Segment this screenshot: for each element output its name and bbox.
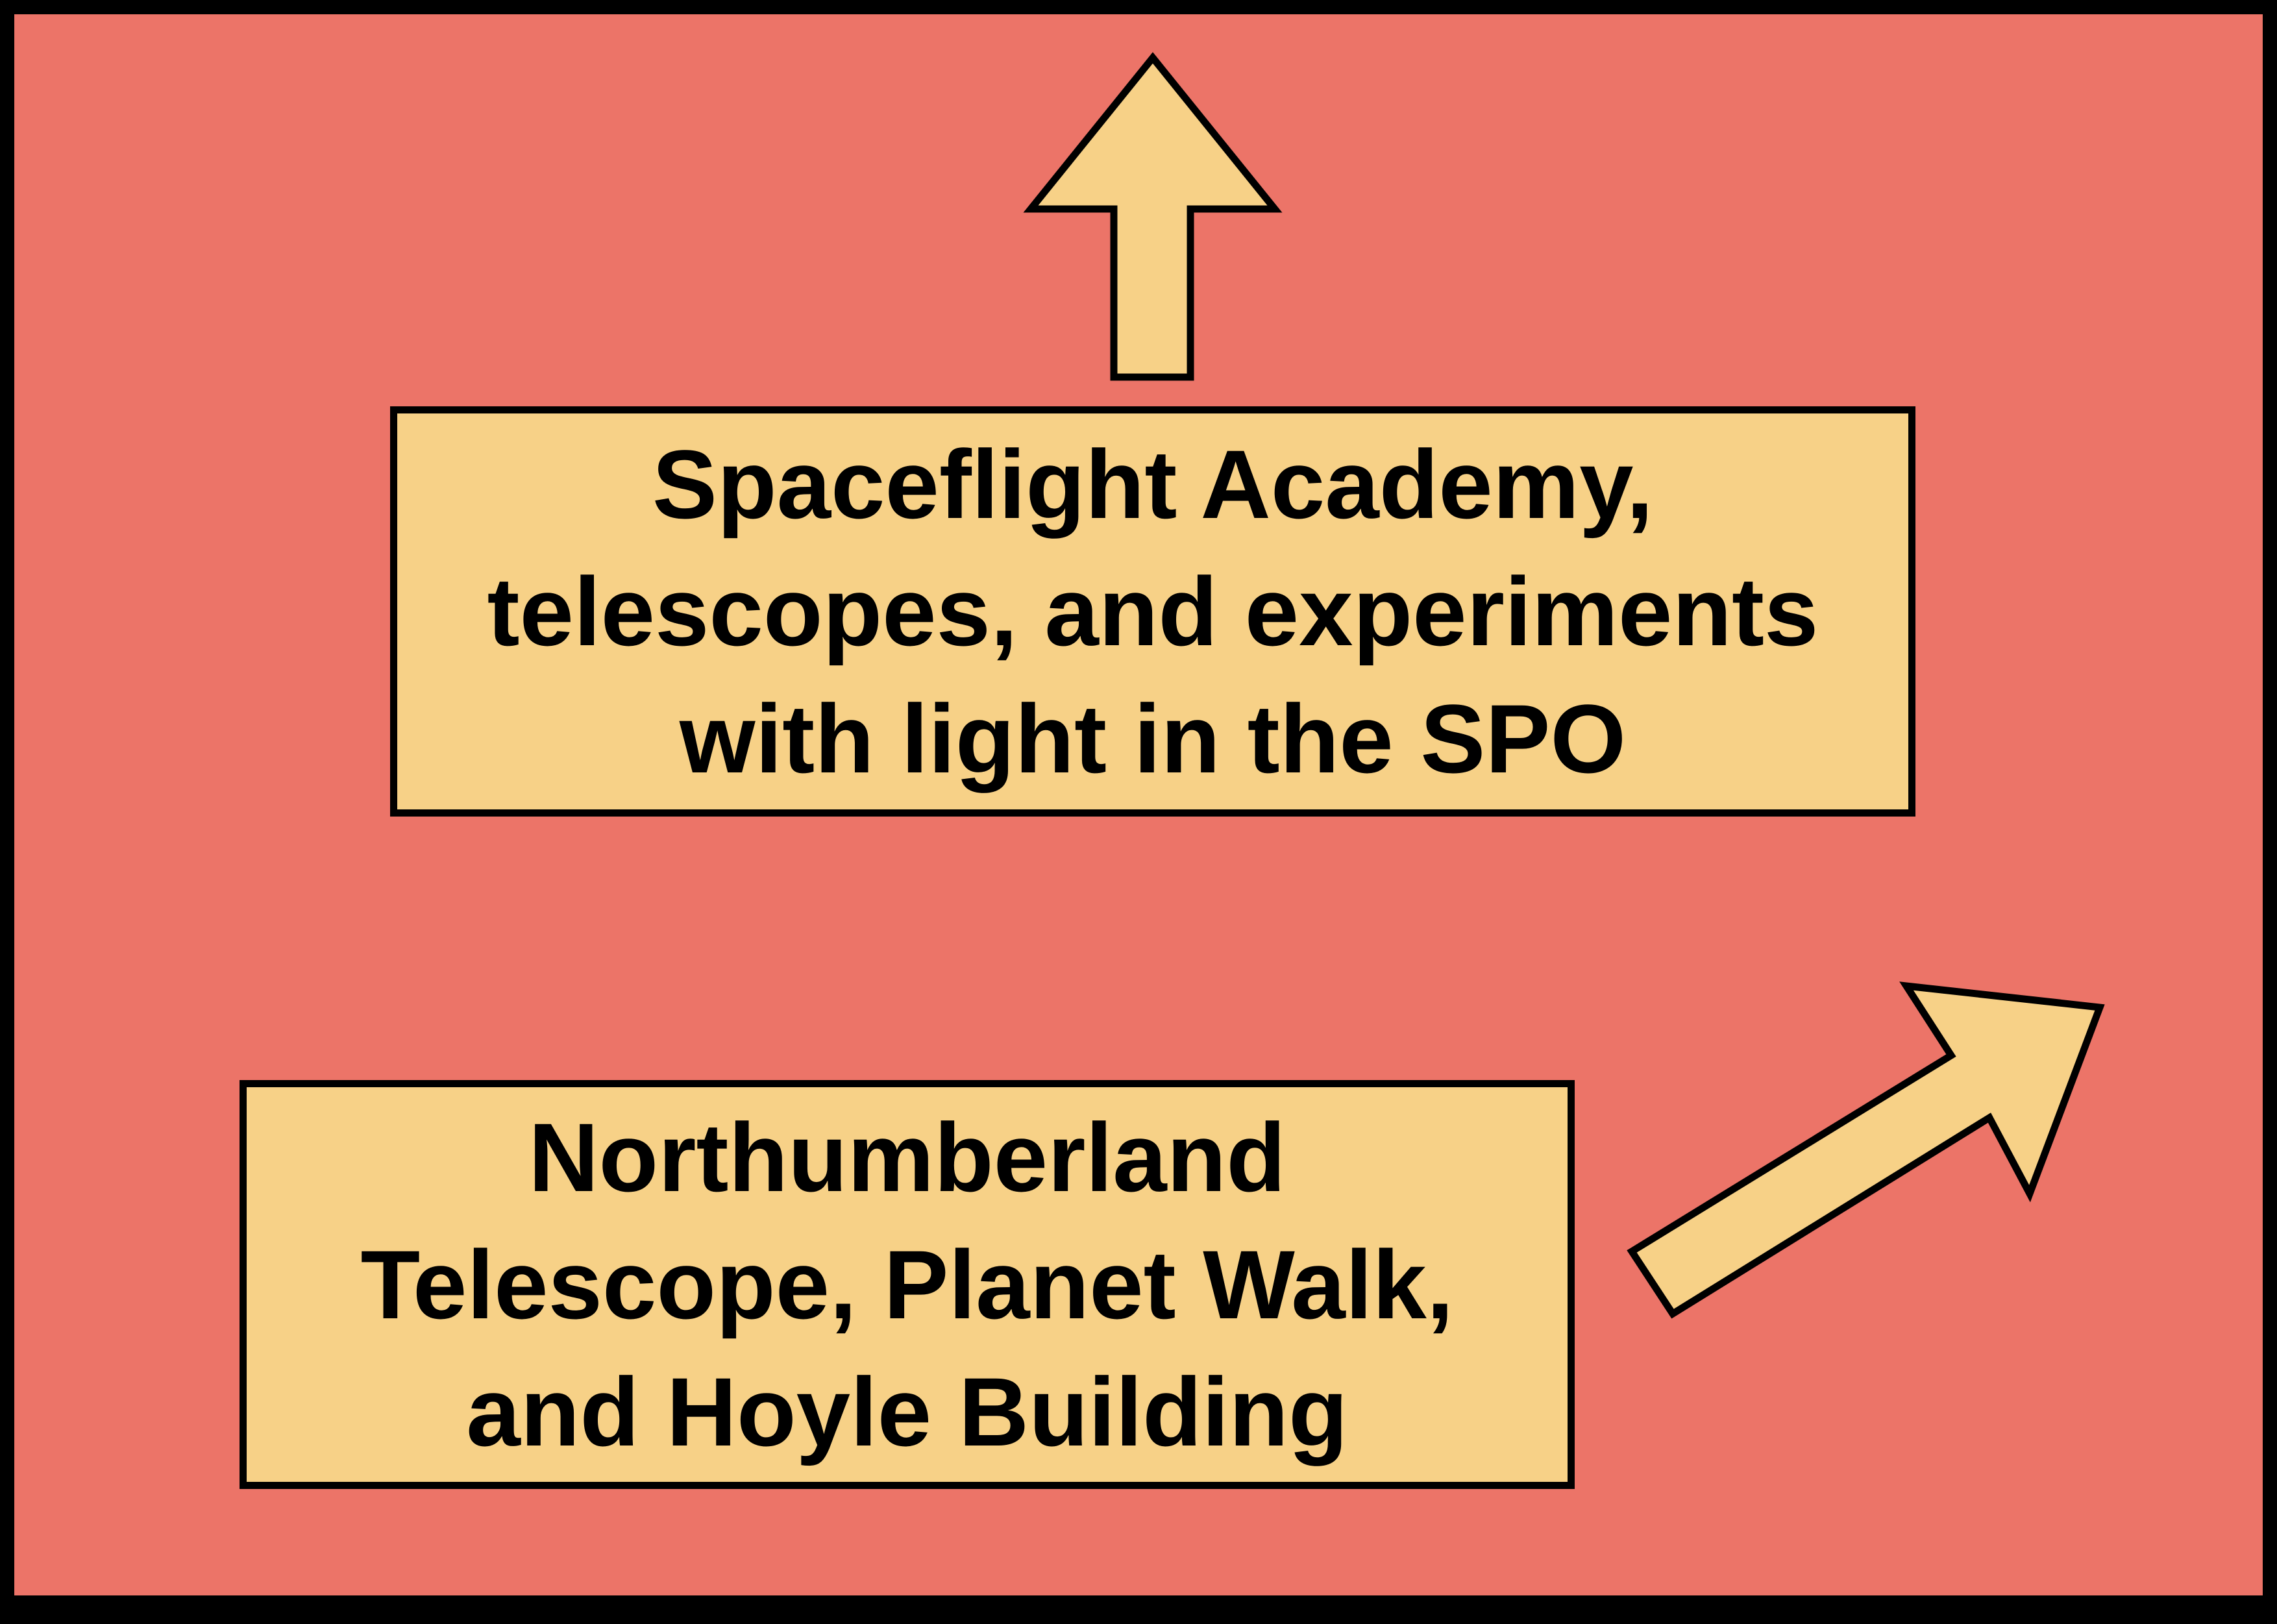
label-line: and Hoyle Building <box>466 1357 1348 1466</box>
label-line: Spaceflight Academy, <box>652 430 1654 539</box>
arrow-up-icon <box>1023 52 1283 381</box>
arrows-layer <box>1023 52 2105 1319</box>
label-line: Telescope, Planet Walk, <box>360 1230 1454 1339</box>
label-line: telescopes, and experiments <box>487 557 1819 666</box>
spaceflight-academy-label-box: Spaceflight Academy, telescopes, and exp… <box>390 406 1915 817</box>
arrow-up-right-icon <box>1627 981 2105 1319</box>
label-line: Northumberland <box>528 1103 1286 1212</box>
northumberland-telescope-label-box: Northumberland Telescope, Planet Walk, a… <box>240 1080 1575 1489</box>
label-line: with light in the SPO <box>679 684 1627 793</box>
